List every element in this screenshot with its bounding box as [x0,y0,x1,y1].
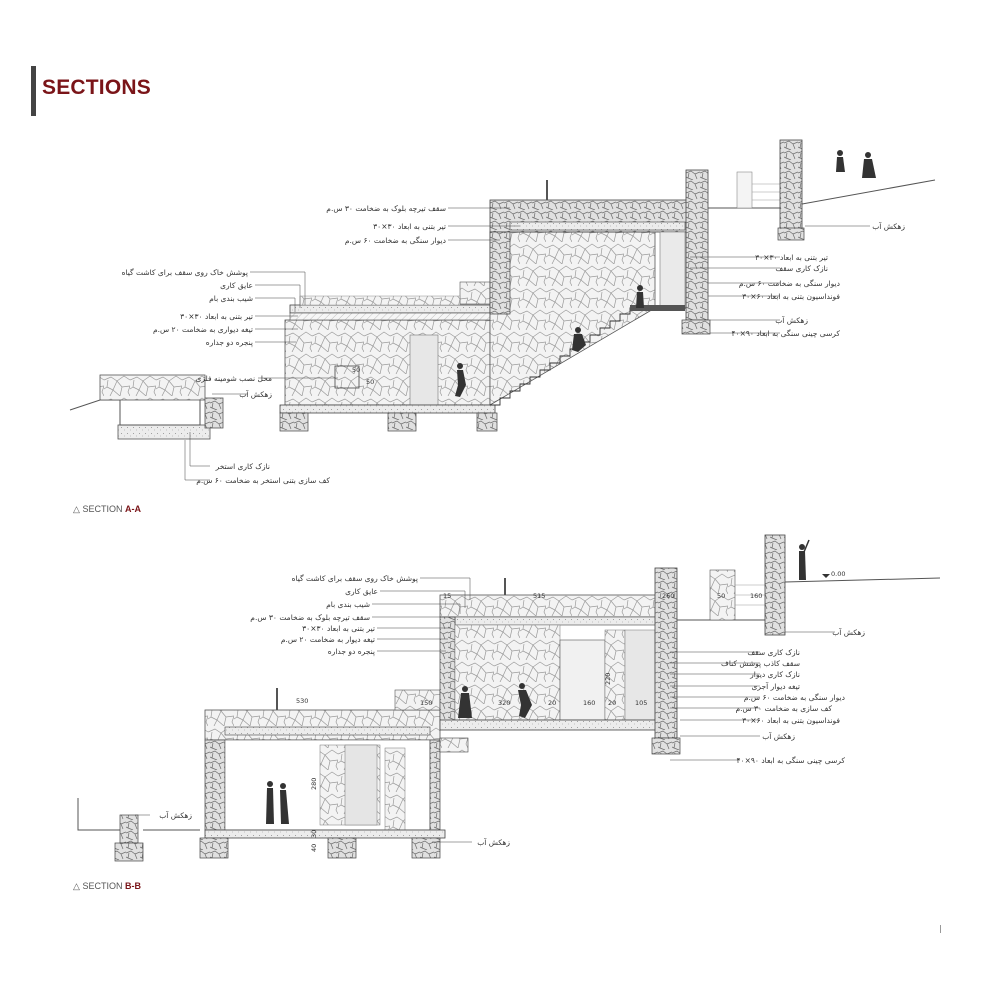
annotations-a: سقف تیرچه بلوک به ضخامت ۳۰ س.م تیر بتنی … [122,204,906,485]
pool-slab [117,424,211,440]
b-right-ann-7: فونداسیون بتنی به ابعاد ۶۰×۳۰ [742,716,840,725]
dim-b-13: 280 [310,778,318,790]
right-wall-a [685,169,709,321]
a-right-ann-1: تیر بتنی به ابعاد ۳۰×۳۰ [755,253,828,262]
a-left-ann-12: کف سازی بتنی استخر به ضخامت ۶۰ س.م [196,476,330,485]
lower-roof-slab [289,304,491,314]
dim-b-6: 150 [420,699,432,707]
section-a-label: △ SECTION A-A [73,504,141,515]
b-left-ann-1: عایق کاری [345,587,378,596]
a-left-ann-5: شیب بندی بام [209,294,253,303]
stair-mass [489,231,656,406]
b-left-ann-3: سقف تیرچه بلوک به ضخامت ۳۰ س.م [250,613,370,622]
a-right-ann-6: کرسی چینی سنگی به ابعاد ۹۰×۴۰ [732,329,841,338]
a-right-ann-4: فونداسیون بتنی به ابعاد ۶۰×۳۰ [742,292,840,301]
b-right-ann-4: تیغه دیوار آجری [752,681,801,691]
section-b-b-drawing: 0.00 15 515 260 50 160 530 150 320 20 16… [77,534,941,862]
title-accent-bar [31,66,36,116]
dim-b-8: 20 [548,699,556,707]
lower-room-wall [284,319,491,406]
section-b-code: B-B [124,881,141,891]
a-left-ann-1: تیر بتنی به ابعاد ۳۰×۳۰ [373,222,446,231]
a-left-ann-8: پنجره دو جداره [206,338,253,347]
dim-b-3: 50 [717,592,725,600]
section-b-label: △ SECTION B-B [73,881,141,892]
dim-b-level: 0.00 [831,570,845,578]
upper-roof-b [439,594,666,618]
b-right-ann-0: زهکش آب [832,627,865,637]
upper-window-b [559,639,606,721]
retaining-wall-a [779,139,803,231]
a-left-ann-6: تیر بتنی به ابعاد ۳۰×۳۰ [180,312,253,321]
a-left-ann-3: پوشش خاک روی سقف برای کاشت گیاه [122,268,248,277]
section-a-prefix: SECTION [82,504,123,514]
dim-b-2: 260 [662,592,674,600]
dims-b: 15 515 260 50 160 530 150 320 20 160 20 … [296,592,762,852]
staircase [490,307,690,406]
a-right-ann-3: دیوار سنگی به ضخامت ۶۰ س.م [739,279,840,288]
lower-door [409,334,439,406]
dim-b-11: 105 [635,699,647,707]
leaders-b [135,577,835,843]
dim-a-1: 50 [352,366,360,374]
pool-wall [99,374,206,401]
dim-b-0: 15 [443,592,451,600]
b-left-ann-7: زهکش آب [159,810,192,820]
dim-b-9: 160 [583,699,595,707]
dim-b-10: 20 [608,699,616,707]
b-right-ann-1: نازک کاری سقف [747,648,800,657]
dim-b-4: 160 [750,592,762,600]
dim-b-14: 40 [310,844,318,852]
a-right-ann-5: زهکش آب [775,315,808,325]
a-left-ann-7: تیغه دیواری به ضخامت ۲۰ س.م [153,325,253,334]
b-right-ann-8: زهکش آب [762,731,795,741]
section-a-a-drawing: 50 50 [69,139,936,440]
b-right-ann-9: کرسی چینی سنگی به ابعاد ۹۰×۴۰ [737,756,846,765]
b-left-ann-2: شیب بندی بام [326,600,370,609]
page-mark [940,925,941,933]
b-left-ann-8: زهکش آب [477,837,510,847]
b-left-ann-6: پنجره دو جداره [328,647,375,656]
a-left-ann-11: نازک کاری استخر [215,462,270,471]
section-b-prefix: SECTION [82,881,123,891]
b-right-ann-6: کف سازی به ضخامت ۳۰ س.م [735,704,832,713]
dim-a-2: 50 [366,378,374,386]
people-figures-a [455,150,876,397]
leaders-a-left [184,207,520,481]
dim-b-12: 220 [604,673,612,685]
b-right-ann-3: نازک کاری دیوار [749,670,800,679]
dim-b-5: 530 [296,697,308,705]
b-right-ann-2: سقف کاذب پوشش کناف [721,659,800,668]
section-marker-icon: △ [73,504,80,514]
retaining-wall-b [764,534,786,636]
annotations-b: پوشش خاک روی سقف برای کاشت گیاه عایق کار… [159,574,865,847]
section-marker-icon: △ [73,881,80,891]
leaders-a-right [690,225,870,334]
a-left-ann-10: زهکش آب [239,389,272,399]
b-left-ann-0: پوشش خاک روی سقف برای کاشت گیاه [292,574,418,583]
dim-b-15: 30 [310,830,318,838]
b-left-ann-5: تیغه دیوار به ضخامت ۲۰ س.م [281,635,375,644]
lower-roof-b [204,709,441,741]
people-figures-b [266,539,810,824]
a-left-ann-4: عایق کاری [220,281,253,290]
a-left-ann-9: محل نصب شومینه فلزی [196,374,272,383]
a-left-ann-0: سقف تیرچه بلوک به ضخامت ۳۰ س.م [326,204,446,213]
dim-b-1: 515 [533,592,545,600]
a-right-ann-0: زهکش آب [872,221,905,231]
section-a-code: A-A [124,504,141,514]
b-right-ann-5: دیوار سنگی به ضخامت ۶۰ س.م [744,693,845,702]
fireplace [334,365,360,389]
b-left-ann-4: تیر بتنی به ابعاد ۳۰×۳۰ [302,624,375,633]
dim-b-7: 320 [498,699,510,707]
page-title: SECTIONS [42,76,151,99]
a-right-ann-2: نازک کاری سقف [775,264,828,273]
a-left-ann-2: دیوار سنگی به ضخامت ۶۰ س.م [345,236,446,245]
